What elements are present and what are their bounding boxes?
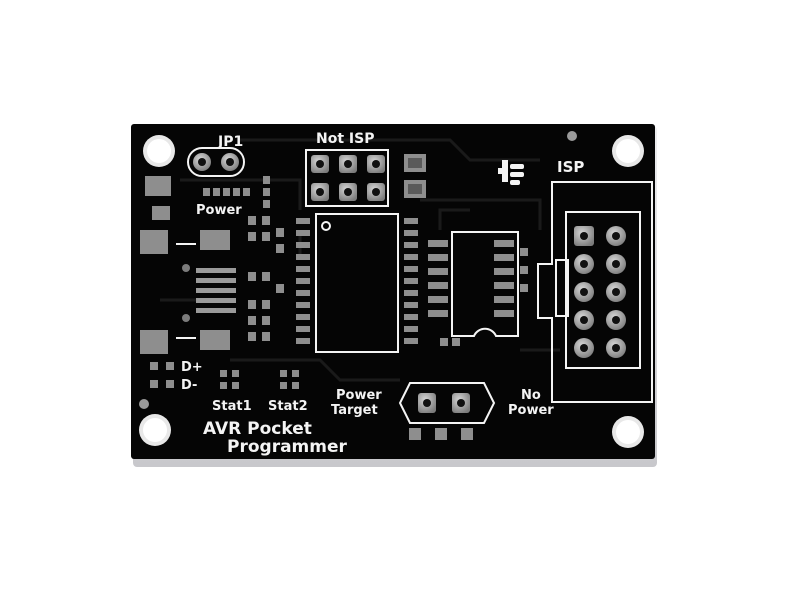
isp-label: ISP xyxy=(557,158,584,176)
isp-header xyxy=(537,181,653,403)
not-isp-label: Not ISP xyxy=(316,131,374,147)
smd-capacitors xyxy=(404,154,426,198)
not-isp-header xyxy=(305,149,389,207)
switch-no-label: No xyxy=(521,388,541,403)
led-d-minus-label: D- xyxy=(181,378,197,393)
jumper-smd-pads xyxy=(203,176,270,208)
switch-no-power-label: Power xyxy=(508,403,554,418)
jp1-label: JP1 xyxy=(217,134,243,150)
jumper-jp1 xyxy=(187,147,245,177)
switch-power-label: Power xyxy=(336,388,382,403)
sparkfun-logo xyxy=(498,160,524,185)
led-d-plus-label: D+ xyxy=(181,360,203,375)
stat1-label: Stat1 xyxy=(212,399,252,414)
main-ic xyxy=(296,213,418,353)
stat2-label: Stat2 xyxy=(268,399,308,414)
left-components xyxy=(140,176,236,354)
status-led-pads xyxy=(150,362,299,389)
switch-target-label: Target xyxy=(331,403,378,418)
secondary-ic xyxy=(428,231,528,346)
mounting-holes xyxy=(139,131,644,448)
product-title-line2: Programmer xyxy=(227,437,348,457)
power-jumper-label: Power xyxy=(196,203,242,218)
board-body xyxy=(131,124,655,459)
power-switch xyxy=(398,382,496,440)
smd-resistor-array xyxy=(248,216,284,341)
product-title-line1: AVR Pocket xyxy=(203,419,312,439)
